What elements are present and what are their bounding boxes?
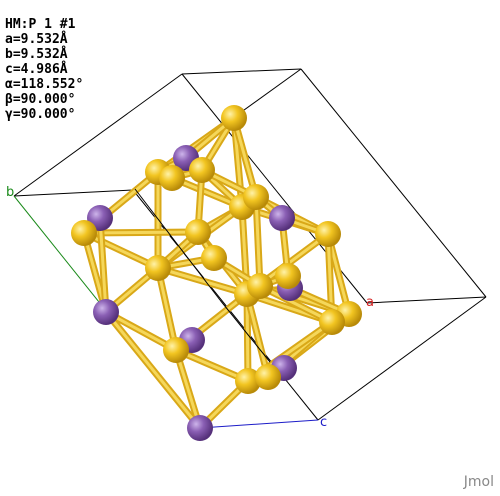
bond-highlight bbox=[254, 196, 262, 287]
bond-highlight bbox=[175, 348, 249, 383]
gold-atom[interactable] bbox=[189, 157, 215, 183]
gold-atom[interactable] bbox=[235, 368, 261, 394]
bond-highlight bbox=[174, 349, 202, 429]
bond-highlight bbox=[105, 310, 177, 352]
gold-atom[interactable] bbox=[275, 263, 301, 289]
atoms bbox=[71, 105, 362, 441]
gold-atom[interactable] bbox=[159, 165, 185, 191]
space-group-text: HM:P 1 #1 bbox=[5, 17, 76, 32]
gold-atom[interactable] bbox=[221, 105, 247, 131]
axis-label-c: c bbox=[320, 415, 327, 430]
gold-atom[interactable] bbox=[71, 220, 97, 246]
gold-atom[interactable] bbox=[145, 255, 171, 281]
gold-atom[interactable] bbox=[319, 309, 345, 335]
axis-label-b: b bbox=[6, 185, 14, 200]
angle-alpha-text: α=118.552° bbox=[5, 77, 84, 92]
angle-gamma-text: γ=90.000° bbox=[5, 107, 76, 122]
lattice-a-text: a=9.532Å bbox=[5, 32, 68, 47]
cell-info-panel: HM:P 1 #1 a=9.532Å b=9.532Å c=4.986Å α=1… bbox=[5, 17, 83, 122]
purple-atom[interactable] bbox=[93, 299, 119, 325]
bond-highlight bbox=[259, 284, 333, 324]
gold-atom[interactable] bbox=[255, 364, 281, 390]
bonds bbox=[80, 114, 353, 432]
gold-atom[interactable] bbox=[247, 273, 273, 299]
bond-highlight bbox=[157, 266, 248, 296]
gold-atom[interactable] bbox=[201, 245, 227, 271]
gold-atom[interactable] bbox=[185, 219, 211, 245]
jmol-watermark: Jmol bbox=[463, 474, 494, 490]
purple-atom[interactable] bbox=[187, 415, 213, 441]
bond-highlight bbox=[156, 267, 178, 351]
purple-atom[interactable] bbox=[269, 205, 295, 231]
bond-highlight bbox=[98, 217, 108, 313]
gold-atom[interactable] bbox=[243, 184, 269, 210]
bond-highlight bbox=[232, 117, 258, 198]
c-axis-line bbox=[199, 419, 319, 429]
bond-highlight bbox=[104, 311, 202, 429]
gold-atom[interactable] bbox=[163, 337, 189, 363]
bond-highlight bbox=[245, 293, 270, 378]
unit-cell-front-edges bbox=[134, 188, 271, 363]
bond-highlight bbox=[83, 231, 159, 270]
lattice-b-text: b=9.532Å bbox=[5, 47, 68, 62]
axis-label-a: a bbox=[366, 295, 374, 310]
gold-atom[interactable] bbox=[315, 221, 341, 247]
angle-beta-text: β=90.000° bbox=[5, 92, 76, 107]
lattice-c-text: c=4.986Å bbox=[5, 62, 68, 77]
